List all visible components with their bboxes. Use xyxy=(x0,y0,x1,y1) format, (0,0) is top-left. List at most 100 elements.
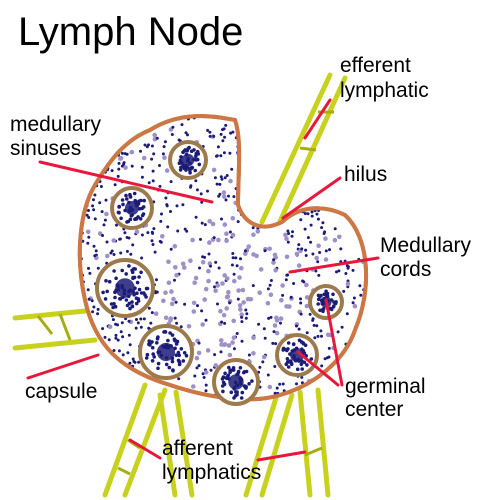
cell-dot xyxy=(105,130,109,134)
cell-dot xyxy=(228,230,232,234)
cell-dot xyxy=(116,338,120,342)
cell-dot xyxy=(274,318,280,323)
cell-dot xyxy=(117,167,121,171)
cell-dot xyxy=(99,185,103,188)
cell-dot xyxy=(219,342,224,347)
cell-dot xyxy=(283,116,287,118)
cell-dot xyxy=(231,130,235,134)
cell-dot xyxy=(286,229,290,233)
cell-dot xyxy=(160,212,163,216)
cell-dot xyxy=(306,212,310,216)
cell-dot xyxy=(221,111,224,114)
cell-dot xyxy=(172,244,178,249)
cell-dot xyxy=(192,280,197,286)
germinal-center-3-cell xyxy=(152,355,156,359)
cell-dot xyxy=(251,226,255,230)
cell-dot xyxy=(201,372,205,376)
germinal-center-2-cell xyxy=(118,297,123,301)
cell-dot xyxy=(120,164,124,168)
cell-dot xyxy=(300,375,304,379)
cell-dot xyxy=(267,140,271,144)
germinal-center-0-cell xyxy=(194,151,198,156)
cell-dot xyxy=(365,307,367,311)
cell-dot xyxy=(372,118,375,121)
cell-dot xyxy=(152,132,157,138)
cell-dot xyxy=(119,251,123,255)
label-medullary-sinuses-line2: sinuses xyxy=(10,137,81,160)
cell-dot xyxy=(204,383,208,387)
cell-dot xyxy=(129,149,135,155)
cell-dot xyxy=(109,387,114,392)
cell-dot xyxy=(206,189,209,193)
cell-dot xyxy=(158,111,161,114)
cell-dot xyxy=(214,260,218,264)
cell-dot xyxy=(352,123,355,127)
cell-dot xyxy=(333,204,337,208)
cell-dot xyxy=(117,349,121,353)
cell-dot xyxy=(333,142,339,148)
cell-dot xyxy=(128,117,132,121)
cell-dot xyxy=(176,229,180,233)
cell-dot xyxy=(325,332,331,338)
cell-dot xyxy=(131,133,135,137)
vessel-3-wall-1 xyxy=(173,389,195,498)
pointer-line-5 xyxy=(296,350,340,387)
germinal-center-3-cell xyxy=(150,359,155,363)
cell-dot xyxy=(310,162,314,166)
germinal-center-2-cell xyxy=(112,269,116,273)
pointer-line-3 xyxy=(288,256,380,274)
cell-dot xyxy=(127,333,131,337)
cell-dot xyxy=(131,109,136,114)
cell-dot xyxy=(203,370,209,375)
cell-dot xyxy=(111,318,115,322)
pointer-line-0 xyxy=(303,98,332,140)
cell-dot xyxy=(230,263,234,267)
cell-dot xyxy=(367,217,370,220)
germinal-center-6-cell xyxy=(324,289,328,294)
germinal-center-2-cell xyxy=(105,289,109,294)
cell-dot xyxy=(277,126,281,130)
germinal-center-3-cell xyxy=(166,338,170,343)
cell-dot xyxy=(218,192,222,196)
cell-dot xyxy=(90,299,94,303)
cell-dot xyxy=(125,391,129,395)
cell-dot xyxy=(284,278,288,282)
cell-dot xyxy=(196,350,202,356)
cell-dot xyxy=(315,161,319,165)
germinal-center-4-cell xyxy=(227,365,231,370)
germinal-center-3-cell xyxy=(147,342,151,347)
cell-dot xyxy=(262,327,266,331)
cell-dot xyxy=(219,132,223,136)
cell-dot xyxy=(364,217,367,221)
cell-dot xyxy=(155,116,159,118)
cell-dot xyxy=(296,191,300,195)
cell-dot xyxy=(267,143,271,146)
cell-dot xyxy=(302,143,306,147)
cell-dot xyxy=(79,175,83,179)
vessel-5-wall-0 xyxy=(259,392,295,498)
cell-dot xyxy=(360,204,364,208)
germinal-center-1-cell xyxy=(121,202,125,207)
cell-dot xyxy=(122,123,127,128)
cell-dot xyxy=(173,278,176,282)
cell-dot xyxy=(207,240,212,245)
cell-dot xyxy=(114,333,118,337)
germinal-center-5-cell xyxy=(285,357,290,361)
cell-dot xyxy=(256,109,259,112)
germinal-center-5-cell xyxy=(291,342,296,346)
cell-dot xyxy=(243,249,247,253)
cell-dot xyxy=(211,167,217,173)
cell-dot xyxy=(352,296,356,300)
cell-dot xyxy=(103,352,107,356)
germinal-center-0-cell xyxy=(187,145,191,150)
cell-dot xyxy=(151,179,155,183)
cell-dot xyxy=(364,134,367,138)
cell-dot xyxy=(327,346,331,350)
label-efferent-line2: lymphatic xyxy=(340,79,429,102)
cell-dot xyxy=(351,268,355,272)
cell-dot xyxy=(255,229,261,234)
cell-dot xyxy=(314,255,320,261)
cell-dot xyxy=(292,282,296,285)
cell-dot xyxy=(304,110,307,113)
label-efferent-line1: efferent xyxy=(340,54,411,77)
